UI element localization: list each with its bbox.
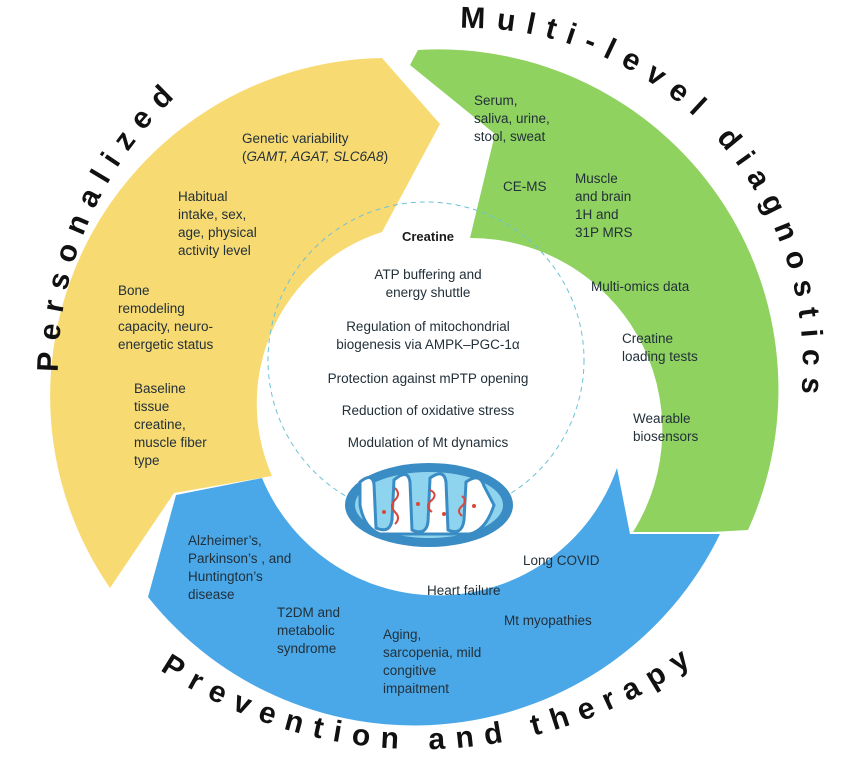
heart-failure-label: Heart failure (427, 582, 501, 600)
label-line: T2DM and (277, 605, 341, 620)
label-line: muscle fiber (134, 435, 207, 450)
label-line: metabolic (277, 623, 335, 638)
label-line: saliva, urine, (474, 111, 550, 126)
label-line: Creatine (622, 331, 674, 346)
center-title: Creatine (401, 229, 455, 244)
multi-omics-label: Multi-omics data (591, 278, 689, 296)
creatine-loading-label: Creatine loading tests (622, 330, 698, 366)
label-line: 31P MRS (575, 225, 633, 240)
habitual-intake-label: Habitual intake, sex, age, physical activit… (178, 188, 257, 260)
label-line: Baseline (134, 381, 186, 396)
label-line: Aging, (383, 627, 422, 642)
label-line: Long COVID (523, 553, 600, 568)
label-line: Multi-omics data (591, 279, 690, 294)
t2dm-label: T2DM and metabolic syndrome (277, 604, 340, 658)
label-line: Mt myopathies (504, 613, 592, 628)
mrs-label: Muscle and brain 1H and 31P MRS (575, 170, 633, 242)
label-line: Parkinson’s , and (188, 551, 292, 566)
diagnostics-segment (410, 49, 779, 533)
baseline-tissue-label: Baseline tissue creatine, muscle fiber type (134, 380, 207, 470)
label-line: creatine, (134, 417, 186, 432)
center-dashed-circle (267, 201, 585, 519)
mt-myopathies-label: Mt myopathies (504, 612, 592, 630)
label-line: CE-MS (503, 179, 547, 194)
label-line: syndrome (277, 641, 337, 656)
ce-ms-label: CE-MS (503, 178, 547, 196)
bone-remodeling-label: Bone remodeling capacity, neuro-energetic … (118, 282, 213, 354)
label-line: intake, sex, (178, 207, 247, 222)
label-line: age, physical (178, 225, 257, 240)
label-line: capacity, neuro- (118, 319, 214, 334)
center-item-line: Reduction of oxidative stress (341, 403, 515, 418)
label-line: Wearable (633, 411, 691, 426)
label-line: Muscle (575, 171, 618, 186)
center-item: Protection against mPTP opening (283, 370, 573, 388)
label-line: activity level (178, 243, 251, 258)
label-line: Heart failure (427, 583, 501, 598)
center-item: Modulation of Mt dynamics (283, 434, 573, 452)
wearable-biosensors-label: Wearable biosensors (633, 410, 698, 446)
label-line: Habitual (178, 189, 228, 204)
center-item-line: energy shuttle (385, 285, 471, 300)
label-line: 1H and (575, 207, 619, 222)
prevention-segment (148, 468, 720, 726)
genetic-variability-label: Genetic variability (GAMT, AGAT, SLC6A8) (242, 131, 389, 164)
label-line: energetic status (118, 337, 214, 352)
label-line: impaitment (383, 681, 450, 696)
label-line: and brain (575, 189, 632, 204)
genes-label: GAMT, AGAT, SLC6A8 (246, 149, 384, 164)
center-item-line: Regulation of mitochondrial (346, 319, 510, 334)
fluids-label: Serum, saliva, urine, stool, sweat (474, 92, 550, 146)
label-line: Bone (118, 283, 150, 298)
label-line: stool, sweat (474, 129, 546, 144)
center-item: ATP buffering and energy shuttle (283, 266, 573, 302)
long-covid-label: Long COVID (523, 552, 600, 570)
label-line: Serum, (474, 93, 518, 108)
center-item-line: Protection against mPTP opening (327, 371, 529, 386)
label-line: loading tests (622, 349, 698, 364)
label-line: congitive (383, 663, 437, 678)
label-line: Alzheimer’s, (188, 533, 262, 548)
center-item: Reduction of oxidative stress (283, 402, 573, 420)
aging-label: Aging, sarcopenia, mild congitive impaitmen… (383, 626, 481, 698)
center-item-line: ATP buffering and (374, 267, 482, 282)
center-item: Regulation of mitochondrial biogenesis vi… (283, 318, 573, 354)
personalized-segment (50, 58, 441, 588)
label-line: sarcopenia, mild (383, 645, 482, 660)
label-line: type (134, 453, 160, 468)
center-item-line: Modulation of Mt dynamics (347, 435, 509, 450)
center-item-line: biogenesis via AMPK–PGC-1α (336, 337, 520, 352)
label-line: tissue (134, 399, 170, 414)
label-line: biosensors (633, 429, 699, 444)
label-line: Huntington’s (188, 569, 263, 584)
label-line: disease (188, 587, 235, 602)
label-line: remodeling (118, 301, 185, 316)
mitochondrion-icon (345, 463, 513, 547)
